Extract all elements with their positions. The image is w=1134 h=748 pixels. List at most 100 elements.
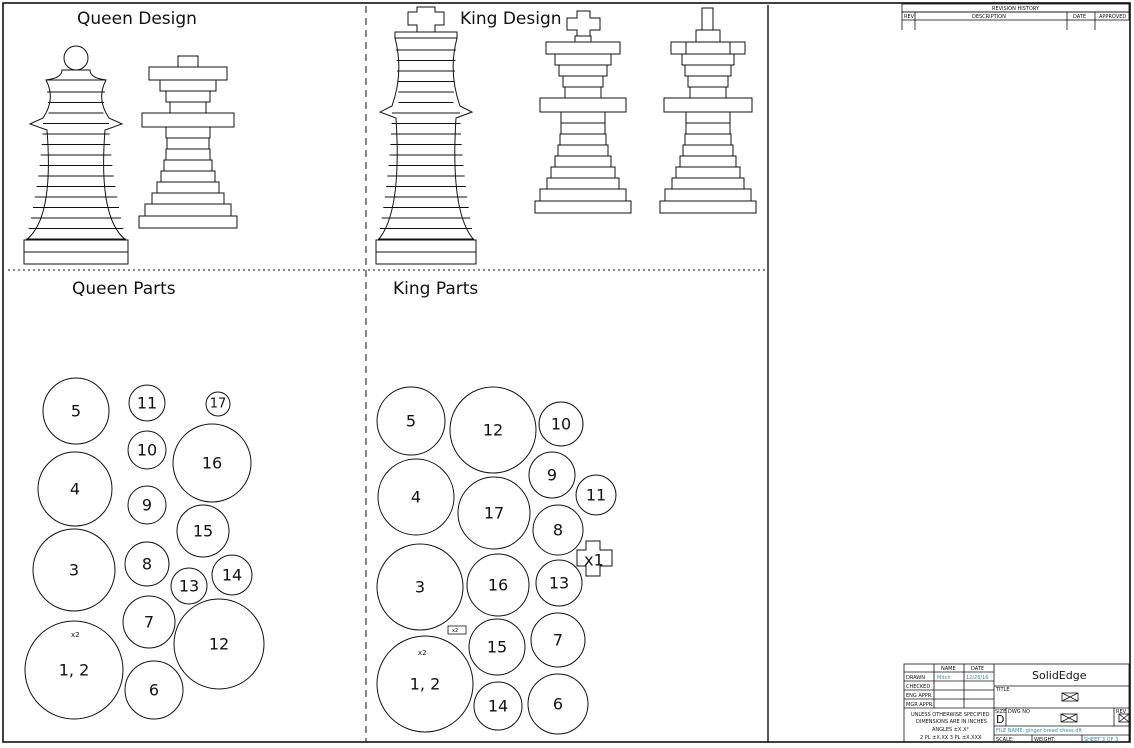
- title-block-note-1: UNLESS OTHERWISE SPECIFIED: [911, 712, 990, 718]
- title-block-row-date: 12/26/16: [966, 675, 988, 681]
- king-part-label: 1, 2: [410, 675, 441, 694]
- king-part-15: 6: [527, 673, 589, 735]
- queen-part-label: 8: [142, 555, 152, 574]
- title-block-note-4: 2 PL ±X.XX 3 PL ±X.XXX: [920, 735, 982, 741]
- queen-part-13: 12: [173, 598, 265, 690]
- title-block-row-label: ENG APPR.: [906, 693, 933, 699]
- king-part-label: 8: [553, 521, 563, 540]
- size-label: SIZE: [995, 709, 1006, 715]
- title-block: [903, 663, 1130, 743]
- king-part-4: 9: [528, 451, 576, 499]
- queen-part-1: 11: [128, 384, 166, 422]
- king-part-label: 15: [487, 638, 507, 657]
- king-design-title: King Design: [460, 9, 562, 29]
- queen-part-label: 11: [137, 394, 157, 413]
- king-cross-part: [576, 540, 613, 577]
- revision-header-approved: APPROVED: [1099, 14, 1126, 20]
- king-part-5: 11: [575, 474, 617, 516]
- scale-label: SCALE:: [996, 737, 1014, 743]
- size-value: D: [996, 713, 1004, 726]
- rev-label: REV: [1116, 709, 1127, 715]
- queen-part-12: 7: [122, 595, 176, 649]
- king-part-label: 13: [549, 574, 569, 593]
- king-stepped-bar: [659, 7, 757, 214]
- king-part-label: 6: [553, 695, 563, 714]
- queen-part-label: 7: [144, 613, 154, 632]
- piece-elevations: [23, 6, 757, 265]
- title-block-col-name: NAME: [941, 666, 956, 672]
- sheet-number: SHEET 3 OF 3: [1084, 737, 1118, 743]
- king-part-label: 17: [484, 504, 504, 523]
- title-block-note-2: DIMENSIONS ARE IN INCHES: [916, 719, 987, 725]
- king-part-7: 8: [532, 504, 584, 556]
- queen-x2-note: x2: [71, 631, 80, 639]
- queen-parts-title: Queen Parts: [72, 279, 176, 299]
- queen-part-0: 5: [42, 377, 110, 445]
- king-part-label: 3: [415, 578, 425, 597]
- king-part-label: 16: [488, 576, 508, 595]
- king-x2-box: [447, 625, 467, 635]
- queen-part-label: 9: [142, 496, 152, 515]
- queen-part-6: 9: [127, 485, 167, 525]
- revision-header-rev: REV: [904, 14, 915, 20]
- queen-part-label: 14: [222, 566, 242, 585]
- king-part-1: 12: [449, 386, 537, 474]
- queen-part-label: 5: [71, 402, 81, 421]
- queen-part-14: 1, 2: [24, 620, 124, 720]
- revision-header-description: DESCRIPTION: [972, 14, 1006, 20]
- king-part-label: 4: [411, 488, 421, 507]
- revision-history-block: [901, 3, 1130, 30]
- queen-part-4: 16: [172, 423, 252, 503]
- queen-part-3: 10: [127, 430, 167, 470]
- king-part-14: 14: [473, 681, 523, 731]
- title-block-row-label: MGR APPR.: [906, 702, 934, 708]
- queen-part-5: 4: [37, 451, 113, 527]
- queen-part-9: 8: [124, 541, 170, 587]
- king-part-10: 13: [535, 559, 583, 607]
- queen-part-label: 3: [69, 561, 79, 580]
- title-block-row-label: CHECKED: [906, 684, 930, 690]
- king-part-6: 17: [457, 476, 531, 550]
- title-block-col-date: DATE: [971, 666, 984, 672]
- queen-part-label: 16: [202, 454, 222, 473]
- queen-part-label: 12: [209, 635, 229, 654]
- king-part-9: 16: [466, 553, 530, 617]
- king-x2-note: x2: [418, 649, 427, 657]
- queen-part-2: 17: [205, 391, 231, 417]
- king-profile: [375, 6, 477, 265]
- queen-part-label: 13: [179, 577, 199, 596]
- king-part-2: 10: [538, 401, 584, 447]
- title-block-note-3: ANGLES ±X.X°: [932, 727, 969, 733]
- title-label: TITLE: [995, 687, 1010, 693]
- dwg-no-label: DWG NO: [1008, 709, 1030, 715]
- king-part-3: 4: [377, 458, 455, 536]
- queen-part-label: 10: [137, 441, 157, 460]
- queen-stepped: [138, 55, 238, 229]
- king-parts-layout: 5 12 10 4 9 11 17 8 3 16 13 15 7 1, 2 14 6: [376, 386, 617, 735]
- revision-history-title: REVISION HISTORY: [992, 6, 1040, 12]
- queen-part-label: 1, 2: [59, 661, 90, 680]
- king-part-label: 12: [483, 421, 503, 440]
- company-name: SolidEdge: [1032, 669, 1087, 682]
- queen-part-10: 13: [170, 567, 208, 605]
- queen-part-7: 15: [176, 504, 230, 558]
- king-part-label: 14: [488, 697, 508, 716]
- king-part-label: 11: [586, 486, 606, 505]
- weight-label: WEIGHT:: [1034, 737, 1056, 743]
- queen-profile: [23, 45, 129, 265]
- king-part-0: 5: [376, 386, 446, 456]
- queen-part-8: 3: [32, 528, 116, 612]
- king-part-label: 9: [547, 466, 557, 485]
- king-x2-box-label: x2: [452, 628, 458, 634]
- queen-design-title: Queen Design: [77, 9, 197, 29]
- queen-part-15: 6: [124, 660, 184, 720]
- king-part-label: 5: [406, 412, 416, 431]
- king-part-label: 7: [553, 631, 563, 650]
- king-part-13: 1, 2: [376, 635, 474, 733]
- king-parts-title: King Parts: [393, 279, 478, 299]
- king-part-8: 3: [376, 543, 464, 631]
- king-part-11: 15: [468, 618, 526, 676]
- title-block-row-label: DRAWN: [906, 675, 925, 681]
